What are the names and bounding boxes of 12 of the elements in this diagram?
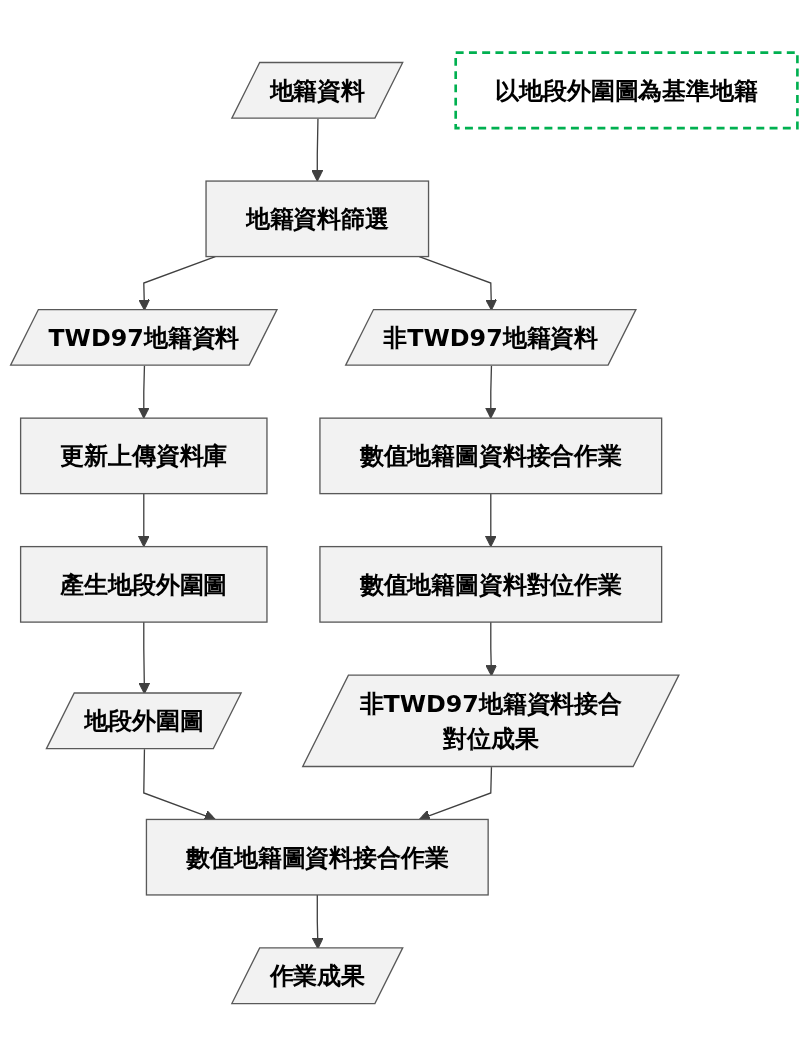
node-box: 地籍資料篩選 <box>205 180 430 258</box>
arrow <box>484 493 497 548</box>
arrow <box>137 493 150 548</box>
node-box: 數值地籍圖資料接合作業 <box>319 417 663 495</box>
node-box: 以地段外圍圖為基準地籍 <box>454 51 799 130</box>
node-box: 數值地籍圖資料對位作業 <box>319 546 663 624</box>
node-box: 產生地段外圍圖 <box>19 546 268 624</box>
arrow <box>311 118 324 182</box>
node-box: 數值地籍圖資料接合作業 <box>145 819 489 896</box>
arrow <box>484 365 497 420</box>
node-box: 更新上傳資料庫 <box>19 417 268 495</box>
arrow <box>137 365 150 420</box>
